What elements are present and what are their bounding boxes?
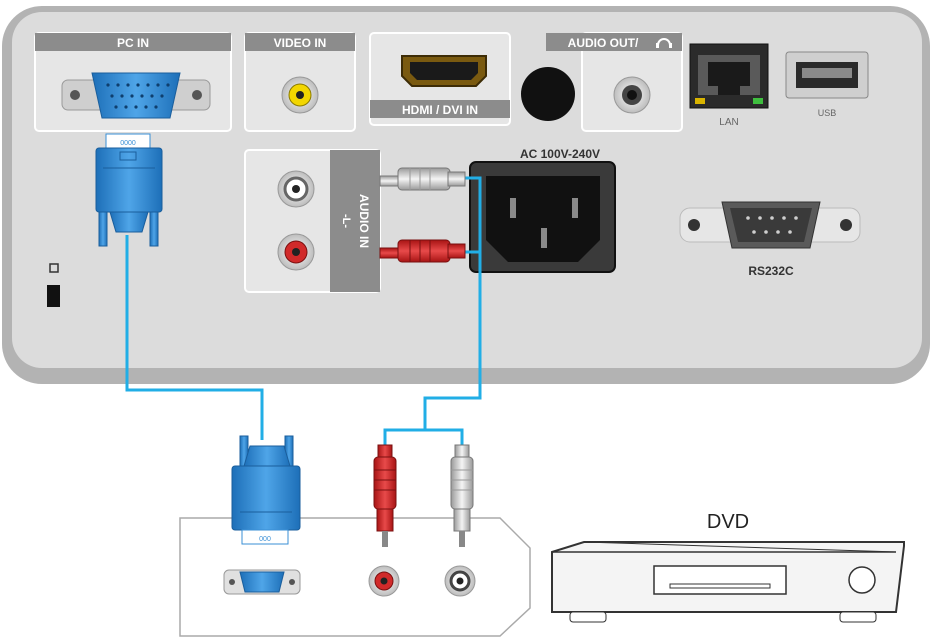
rca-white-jack-icon bbox=[277, 170, 315, 208]
headphone-jack-icon bbox=[613, 76, 651, 114]
rca-plug-red-upper bbox=[379, 239, 466, 263]
vga-upper-cable-label: 0000 bbox=[120, 140, 136, 147]
port-pc-in: PC IN bbox=[34, 32, 232, 132]
ac-power-label: AC 100V-240V bbox=[520, 147, 600, 161]
cables bbox=[125, 176, 482, 445]
pc-in-label: PC IN bbox=[117, 36, 149, 50]
hdmi-port-icon bbox=[401, 55, 487, 87]
audio-in-lr-label: -L- bbox=[340, 214, 352, 228]
dvd-rca-white-jack-icon bbox=[444, 565, 476, 597]
rca-plug-white-lower bbox=[450, 444, 474, 547]
audio-split-cable-line bbox=[383, 428, 464, 445]
dvd-label: DVD bbox=[707, 511, 749, 533]
ir-sensor-icon bbox=[521, 67, 575, 121]
vga-connector-lower: 000 bbox=[231, 435, 301, 545]
dvd-vga-port-icon bbox=[223, 569, 301, 595]
rs232c-label: RS232C bbox=[748, 264, 794, 278]
vga-cable-line bbox=[125, 235, 264, 440]
vga-lower-cable-label: 000 bbox=[259, 536, 271, 543]
audio-main-cable-line bbox=[423, 232, 482, 430]
rca-red-jack-icon bbox=[277, 233, 315, 271]
rca-plug-red-lower bbox=[373, 444, 397, 547]
audio-in-label: AUDIO IN bbox=[357, 194, 371, 248]
port-rs232c: RS232C bbox=[679, 201, 861, 278]
kensington-lock-icon bbox=[47, 263, 60, 307]
rca-yellow-jack-icon bbox=[281, 76, 319, 114]
port-video-in: VIDEO IN bbox=[244, 32, 356, 132]
dvd-output-panel bbox=[179, 517, 531, 637]
port-audio-out: AUDIO OUT/ bbox=[546, 32, 683, 132]
port-lan: LAN bbox=[689, 43, 769, 128]
usb-label: USB bbox=[818, 108, 837, 118]
rca-plug-white-upper bbox=[379, 167, 466, 191]
port-ac-power: AC 100V-240V bbox=[469, 147, 616, 273]
audio-out-label: AUDIO OUT/ bbox=[568, 36, 639, 50]
lan-label: LAN bbox=[719, 117, 738, 128]
dvd-player: DVD bbox=[551, 511, 905, 623]
port-hdmi-dvi-in: HDMI / DVI IN bbox=[369, 32, 511, 126]
vga-port-icon bbox=[61, 72, 211, 119]
port-audio-in: AUDIO IN -L- bbox=[244, 149, 381, 293]
dvd-rca-red-jack-icon bbox=[368, 565, 400, 597]
vga-connector-upper: 0000 bbox=[95, 133, 163, 247]
port-usb: USB bbox=[785, 51, 869, 118]
hdmi-dvi-in-label: HDMI / DVI IN bbox=[402, 103, 478, 117]
audio-white-cable-line bbox=[465, 176, 482, 232]
video-in-label: VIDEO IN bbox=[274, 36, 327, 50]
